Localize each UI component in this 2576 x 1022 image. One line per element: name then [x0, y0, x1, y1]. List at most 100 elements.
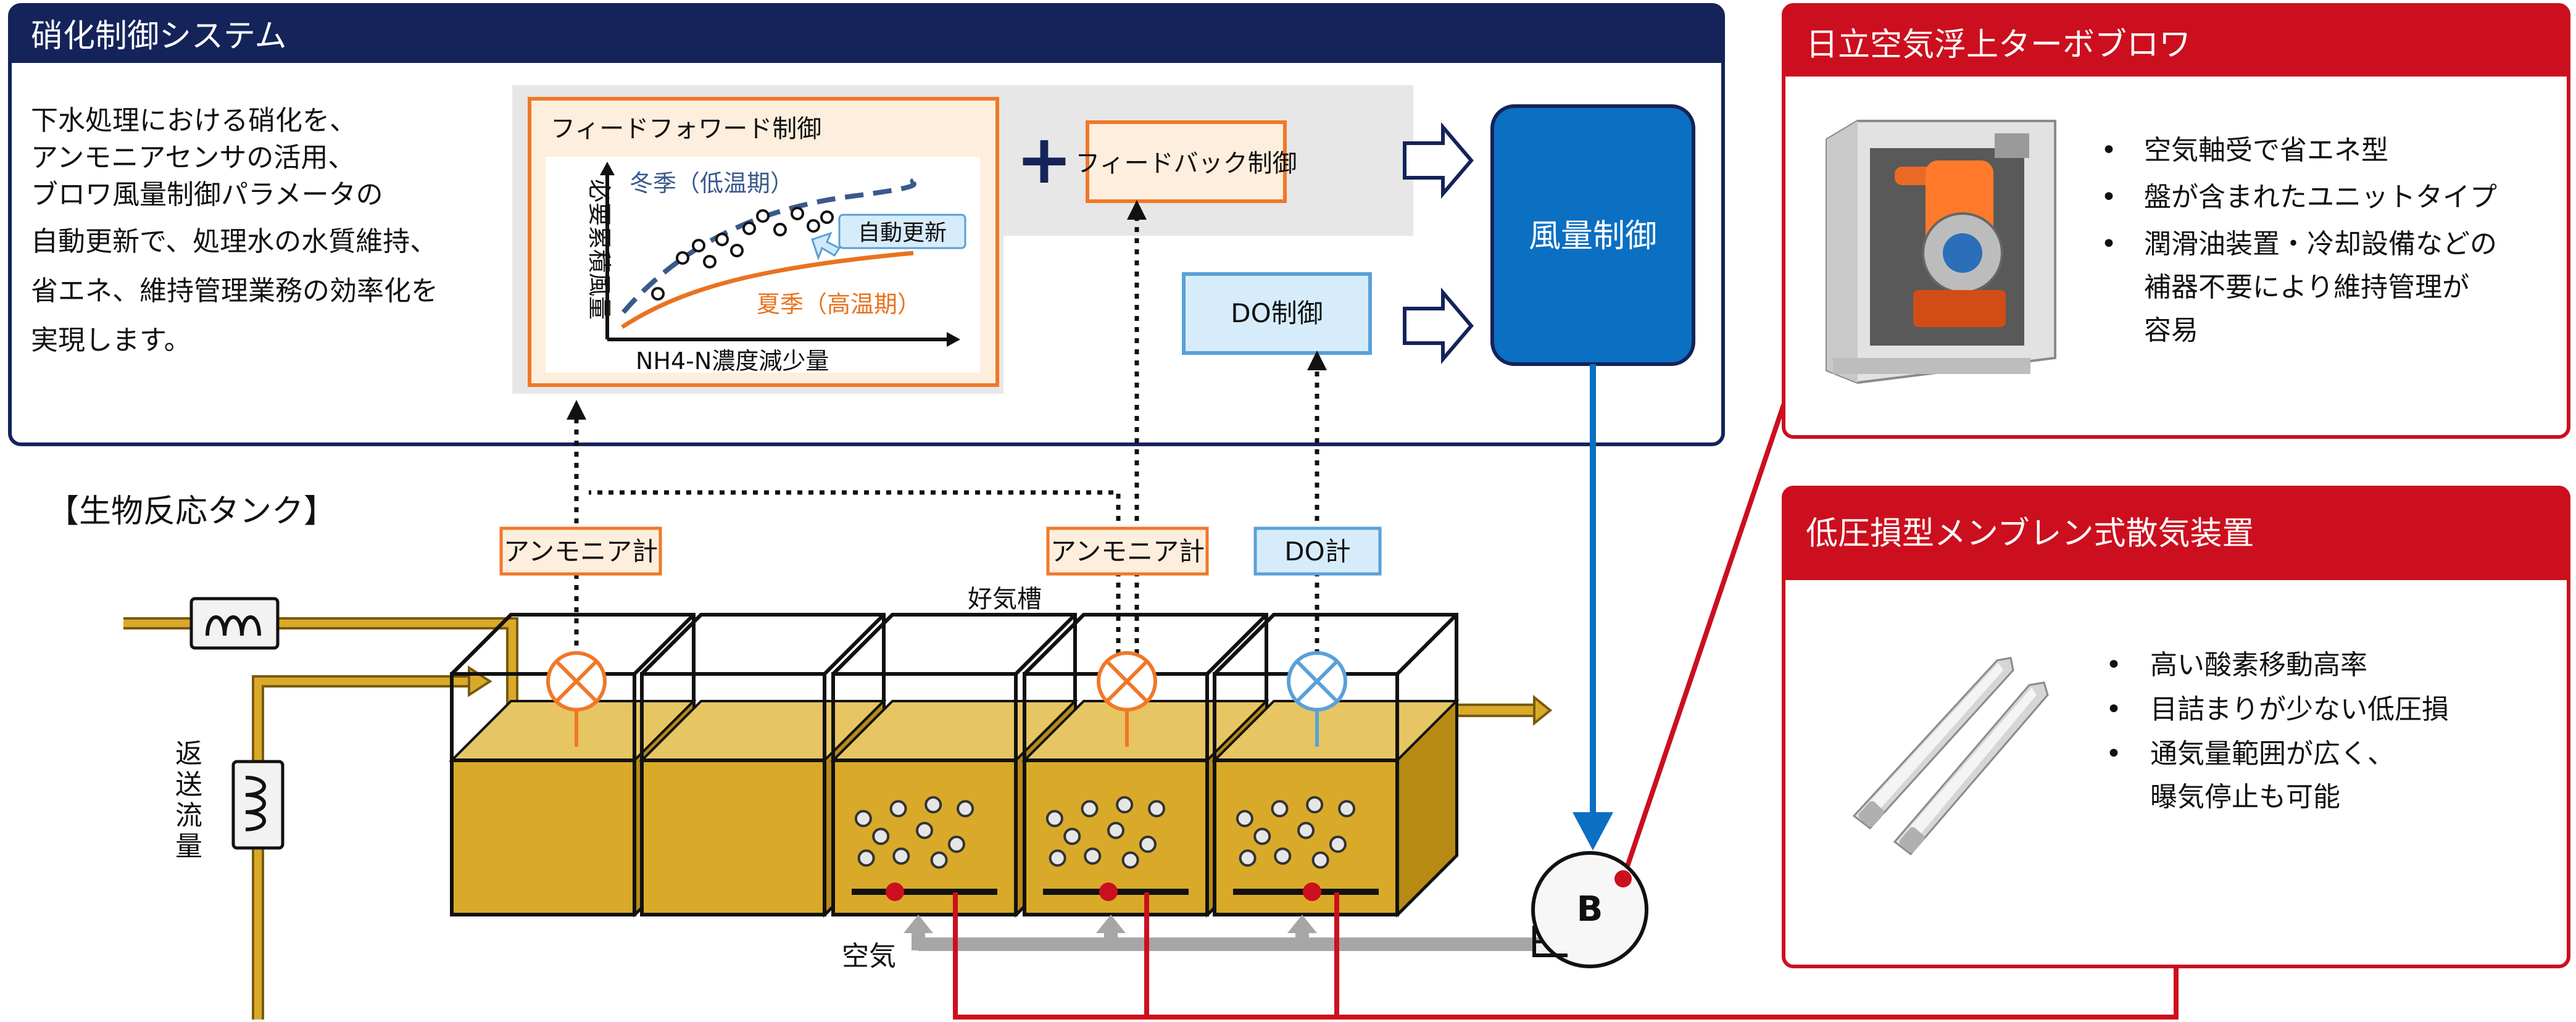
blower-icon [1531, 851, 1648, 968]
air-bubble [1311, 851, 1329, 869]
ammonia-meter-badge [499, 526, 662, 576]
air-bubble [872, 828, 890, 845]
membrane-diffuser-image [1852, 657, 2049, 856]
reaction-tanks [449, 613, 1460, 918]
airflow-control-label: 風量制御 [1529, 218, 1657, 255]
data-points [651, 207, 834, 301]
summer-label: 夏季（高温期） [757, 291, 921, 318]
do-meter-badge [1253, 526, 1382, 576]
return-flow-coil-icon [231, 760, 285, 850]
summer-curve [621, 251, 914, 329]
diffuser-bar [852, 889, 997, 895]
air-bubble [1063, 828, 1081, 845]
ammonia-meter-label: アンモニア計 [1050, 536, 1205, 567]
x-axis-label: NH4-N濃度減少量 [636, 347, 829, 375]
svg-text:•: • [2106, 738, 2122, 770]
air-bubble [1139, 836, 1157, 853]
membrane-diffuser-panel: 低圧損型メンブレン式散気装置 • 高い酸素移動高率 • 目詰まりが少ない低圧損 … [1782, 486, 2570, 968]
svg-text:•: • [2106, 649, 2122, 681]
air-bubble [1081, 800, 1099, 818]
air-bubble [1049, 849, 1066, 867]
air-label: 空気 [842, 941, 896, 972]
arrow-right-icon [1403, 122, 1474, 199]
control-signal-arrow-icon [1573, 812, 1613, 850]
description-line: アンモニアセンサの活用、 [31, 142, 355, 173]
description-line: 省エネ、維持管理業務の効率化を [31, 275, 438, 307]
air-bubble [1239, 849, 1257, 867]
do-meter-label: DO計 [1284, 536, 1350, 567]
heater-coil-icon [189, 597, 280, 650]
membrane-diffuser-title: 低圧損型メンブレン式散気装置 [1806, 515, 2254, 552]
arrow-right-icon [1403, 287, 1474, 365]
do-control-label: DO制御 [1231, 298, 1323, 328]
air-bubble [1121, 851, 1139, 869]
aerobic-tank-label: 好気槽 [968, 585, 1042, 613]
turbo-blower-title: 日立空気浮上ターボブロワ [1806, 27, 2191, 64]
system-title: 硝化制御システム [31, 18, 286, 55]
bullet-text: 目詰まりが少ない低圧損 [2150, 694, 2449, 725]
air-bubble [1084, 847, 1102, 865]
air-bubble [1107, 821, 1124, 839]
air-bubble [892, 847, 910, 865]
air-bubble [916, 821, 933, 839]
bullet-text: 潤滑油装置・冷却設備などの [2144, 228, 2497, 260]
membrane-diffuser-bullets: • 高い酸素移動高率 • 目詰まりが少ない低圧損 • 通気量範囲が広く、 曝気停… [2106, 649, 2449, 813]
tank-cell [1211, 613, 1460, 918]
return-flow-label: 送 [175, 769, 202, 800]
air-bubble [924, 796, 942, 813]
signal-arrow-icon [1307, 351, 1327, 370]
do-sensor-icon [1287, 651, 1347, 747]
signal-arrow-icon [1127, 200, 1147, 220]
svg-text:•: • [2106, 694, 2122, 725]
system-description: 下水処理における硝化を、 アンモニアセンサの活用、 ブロワ風量制御パラメータの … [31, 105, 438, 356]
description-line: 自動更新で、処理水の水質維持、 [31, 226, 437, 257]
tank-section-title: 【生物反応タンク】 [47, 493, 336, 530]
ammonia-meter-label: アンモニア計 [504, 536, 658, 567]
winter-label: 冬季（低温期） [629, 170, 794, 197]
air-bubble [1274, 847, 1292, 865]
bullet-text: 盤が含まれたユニットタイプ [2144, 181, 2497, 213]
air-bubble [1329, 836, 1347, 853]
ammonia-sensor-icon [546, 651, 607, 747]
air-supply-lines [904, 915, 1601, 951]
air-bubble [957, 800, 974, 818]
air-bubble [889, 800, 907, 818]
air-bubble [857, 849, 875, 867]
turbo-blower-unit-image [1826, 120, 2056, 384]
svg-text:•: • [2101, 135, 2117, 166]
turbo-blower-panel: 日立空気浮上ターボブロワ • 空気軸受で省エネ型 • 盤が含まれたユニットタイプ… [1782, 3, 2570, 439]
feedforward-box: フィードフォワード制御 必要累積風量 NH4-N濃度減少量 [528, 97, 999, 387]
air-bubble [1148, 800, 1166, 818]
return-flow-label: 量 [175, 831, 202, 862]
feedforward-title: フィードフォワード制御 [551, 115, 821, 143]
auto-update-label: 自動更新 [858, 220, 947, 246]
do-control-box [1182, 272, 1372, 355]
description-line: ブロワ風量制御パラメータの [31, 179, 383, 210]
turbo-blower-bullets: • 空気軸受で省エネ型 • 盤が含まれたユニットタイプ • 潤滑油装置・冷却設備… [2101, 135, 2497, 346]
svg-text:•: • [2101, 228, 2117, 260]
signal-arrow-icon [567, 400, 586, 420]
auto-update-badge [838, 214, 966, 249]
svg-text:•: • [2101, 181, 2117, 213]
air-bubble [1338, 800, 1356, 818]
return-flow-label: 流 [175, 800, 202, 831]
winter-curve [621, 178, 916, 314]
diffuser-joint [886, 883, 904, 901]
air-bubble [1297, 821, 1315, 839]
air-bubble [1045, 810, 1063, 828]
bullet-text: 通気量範囲が広く、 [2150, 738, 2395, 770]
air-bubble [1271, 800, 1289, 818]
bullet-text: 曝気停止も可能 [2150, 781, 2340, 813]
return-flow-label: 返 [175, 738, 202, 770]
feedback-label: フィードバック制御 [1075, 149, 1297, 178]
air-bubble [854, 810, 872, 828]
bullet-text: 空気軸受で省エネ型 [2144, 135, 2388, 166]
bullet-text: 容易 [2144, 315, 2198, 346]
air-bubble [1253, 828, 1271, 845]
diffuser-joint [1303, 883, 1321, 901]
bullet-text: 補器不要により維持管理が [2144, 272, 2469, 303]
blower-label: B [1577, 889, 1603, 929]
bullet-text: 高い酸素移動高率 [2150, 649, 2367, 681]
air-bubble [1236, 810, 1253, 828]
